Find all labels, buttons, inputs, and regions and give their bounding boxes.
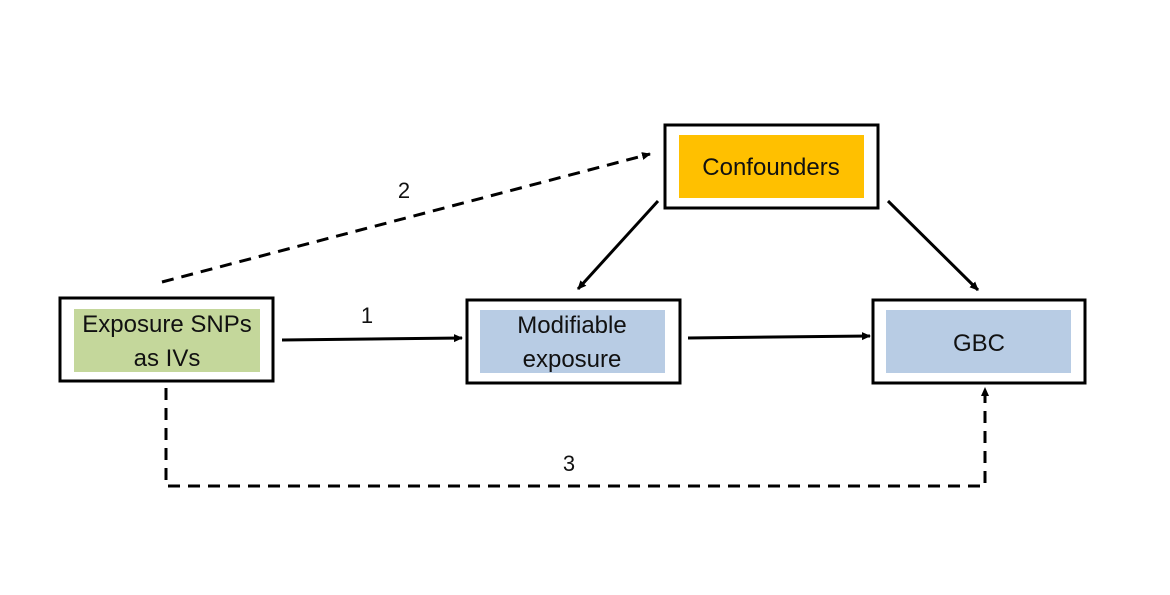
- node-modifiable-exposure-line1: Modifiable: [517, 312, 626, 339]
- edge-confounders-to-gbc: [886, 199, 980, 292]
- node-gbc-label: GBC: [953, 330, 1005, 357]
- edge-label-1: 1: [361, 303, 373, 328]
- edge-snps-to-confounders-dashed: [161, 152, 651, 284]
- edge-snps-to-exposure: [281, 334, 463, 343]
- edge-confounders-to-exposure: [576, 199, 660, 291]
- node-exposure-snps-line1: Exposure SNPs: [82, 311, 251, 338]
- node-gbc: GBC: [871, 298, 1087, 385]
- node-modifiable-exposure-line2: exposure: [523, 346, 622, 373]
- edge-snps-to-gbc-dashed: [164, 387, 989, 488]
- node-exposure-snps: Exposure SNPs as IVs: [58, 296, 275, 383]
- node-exposure-snps-fill: [74, 309, 260, 372]
- node-confounders-label: Confounders: [702, 154, 839, 181]
- node-confounders-fill: [679, 135, 864, 198]
- node-exposure-snps-line2: as IVs: [134, 345, 201, 372]
- node-gbc-fill: [886, 310, 1071, 373]
- edge-label-2: 2: [398, 178, 410, 203]
- node-confounders: Confounders: [663, 123, 880, 210]
- edge-exposure-to-gbc: [687, 332, 871, 341]
- node-modifiable-exposure: Modifiable exposure: [465, 298, 682, 385]
- edge-label-3: 3: [563, 451, 575, 476]
- node-modifiable-exposure-fill: [480, 310, 665, 373]
